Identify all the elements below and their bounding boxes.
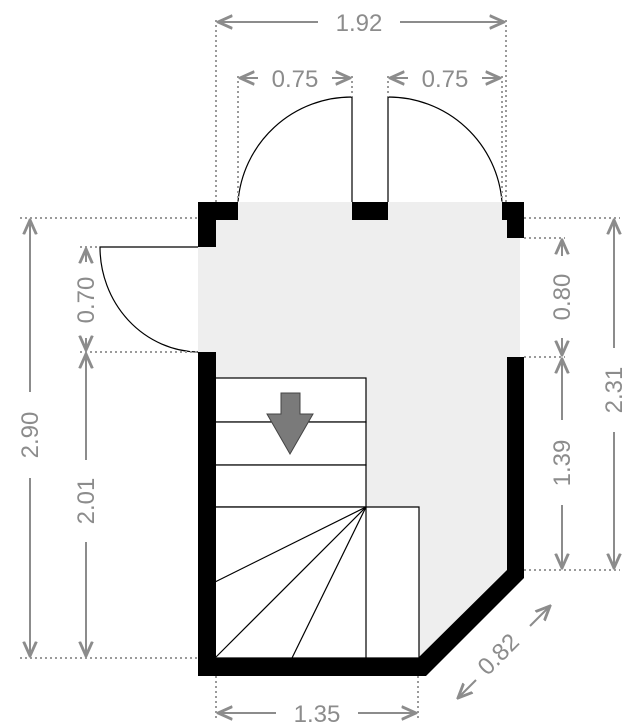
dimension-right-lower: 1.39 bbox=[549, 359, 576, 568]
winder-line bbox=[214, 506, 367, 659]
dimension-right-total: 2.31 bbox=[601, 220, 626, 568]
stair-landing bbox=[214, 506, 420, 659]
dimension-left-lower: 2.01 bbox=[73, 354, 100, 656]
dim-label: 0.70 bbox=[73, 277, 100, 324]
dim-label: 1.35 bbox=[294, 701, 341, 725]
dimension-left-door: 0.70 bbox=[73, 249, 100, 350]
dimension-door-left: 0.75 bbox=[240, 66, 350, 93]
door-swing-left bbox=[237, 96, 353, 203]
dim-label: 0.75 bbox=[272, 66, 319, 93]
walls bbox=[198, 202, 524, 676]
dim-label: 1.92 bbox=[336, 10, 383, 37]
dimension-top-total: 1.92 bbox=[218, 10, 504, 37]
dimension-left-total: 2.90 bbox=[17, 220, 44, 656]
wall-segment bbox=[198, 202, 216, 247]
dim-label: 2.31 bbox=[601, 367, 626, 414]
dimension-bottom: 1.35 bbox=[218, 701, 416, 725]
dimension-right-opening: 0.80 bbox=[549, 240, 576, 355]
dim-label: 0.75 bbox=[422, 66, 469, 93]
wall-segment bbox=[507, 357, 524, 570]
dim-label: 1.39 bbox=[549, 440, 576, 487]
doors bbox=[99, 96, 503, 353]
dim-label: 0.82 bbox=[473, 629, 525, 681]
winder-line bbox=[214, 506, 367, 583]
wall-segment bbox=[507, 202, 524, 238]
dim-label: 2.90 bbox=[17, 412, 44, 459]
dimension-door-right: 0.75 bbox=[390, 66, 500, 93]
dim-label: 2.01 bbox=[73, 478, 100, 525]
door-swing-side bbox=[99, 246, 199, 353]
extension-lines bbox=[20, 20, 620, 718]
arrow-down-icon bbox=[266, 392, 314, 456]
winder-line bbox=[291, 506, 367, 659]
staircase bbox=[214, 377, 420, 659]
door-swing-right bbox=[387, 96, 503, 203]
dim-label: 0.80 bbox=[549, 274, 576, 321]
stair-step bbox=[214, 464, 367, 508]
wall-pier bbox=[352, 202, 388, 220]
